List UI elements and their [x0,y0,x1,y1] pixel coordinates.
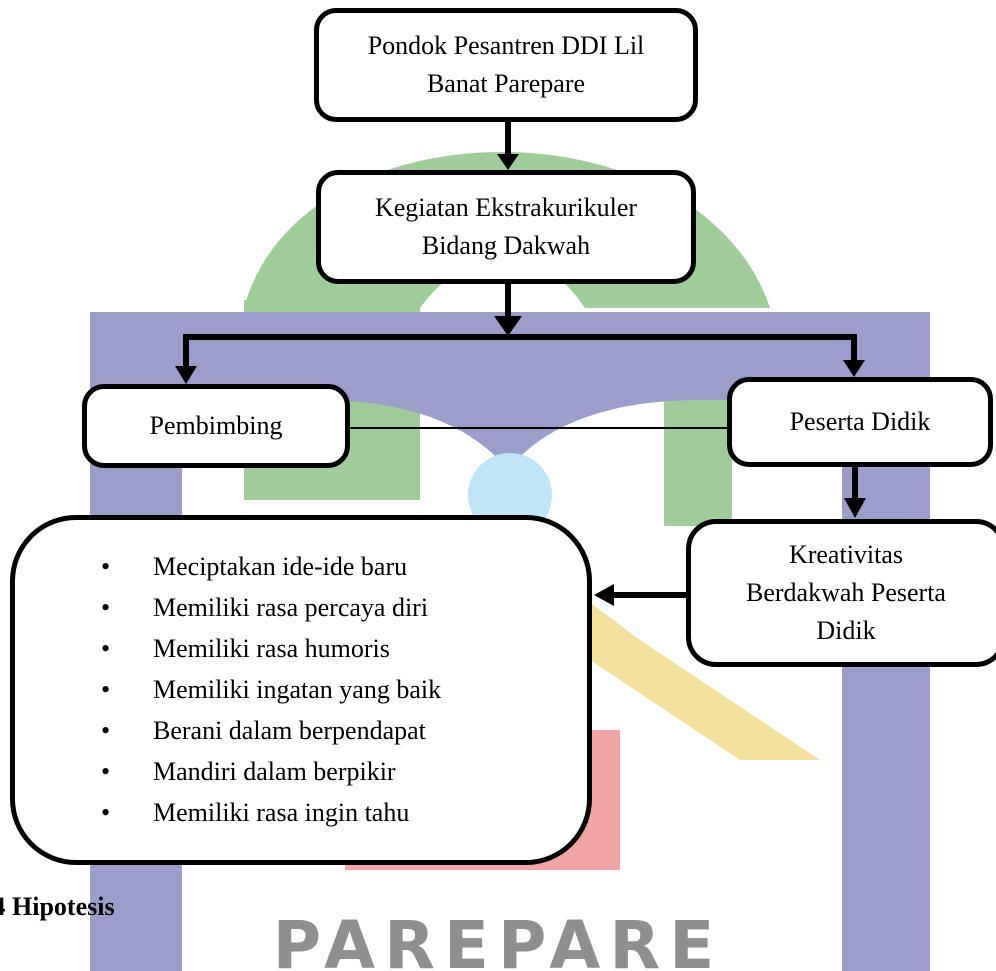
list-item-text: Meciptakan ide-ide baru [153,552,408,581]
bullet-icon: • [101,675,111,704]
list-item-text: Memiliki rasa ingin tahu [153,798,410,827]
watermark-text: PAREPARE [273,907,724,971]
bullet-icon: • [101,593,111,622]
list-item-text: Memiliki ingatan yang baik [153,675,442,704]
bullet-icon: • [101,552,111,581]
arrowhead-pembimbing [175,366,197,384]
watermark-purple-band [90,312,930,470]
arrowhead-branch-split [494,316,522,336]
list-item-text: Memiliki rasa percaya diri [153,593,429,622]
bullet-icon: • [101,798,111,827]
bullet-icon: • [101,757,111,786]
node-pondok-line-1: Pondok Pesantren DDI Lil [367,31,645,61]
list-item: • Memiliki rasa humoris [15,628,441,669]
bullet-icon: • [101,716,111,745]
list-item: • Memiliki ingatan yang baik [15,669,441,710]
node-pondok-pesantren: Pondok Pesantren DDI Lil Banat Parepare [314,8,698,122]
node-kegiatan-ekstrakurikuler: Kegiatan Ekstrakurikuler Bidang Dakwah [316,170,696,284]
node-kreativitas-indicators: • Meciptakan ide-ide baru • Memiliki rasa … [10,515,592,865]
node-kreativitas: Kreativitas Berdakwah Peserta Didik [686,519,996,667]
node-pembimbing: Pembimbing [82,384,350,468]
node-kegiatan-line-1: Kegiatan Ekstrakurikuler [374,193,638,223]
list-item-text: Memiliki rasa humoris [153,634,390,663]
indicator-list: • Meciptakan ide-ide baru • Memiliki rasa … [15,520,441,833]
node-peserta-label: Peserta Didik [789,407,931,437]
node-kreativitas-line-1: Kreativitas [788,540,904,570]
arrowhead-peserta [843,360,865,377]
node-kreativitas-line-3: Didik [816,615,876,645]
section-heading: .4 Hipotesis [0,892,115,921]
list-item: • Meciptakan ide-ide baru [15,546,441,587]
bullet-icon: • [101,634,111,663]
list-item-text: Berani dalam berpendapat [153,716,426,745]
list-item-text: Mandiri dalam berpikir [153,757,396,786]
node-pembimbing-label: Pembimbing [149,411,283,441]
arrowhead-kegiatan [497,154,519,170]
list-item: • Mandiri dalam berpikir [15,751,441,792]
arrowhead-list [594,584,614,606]
arrowhead-kreativitas [844,498,866,518]
node-peserta-didik: Peserta Didik [727,377,993,467]
list-item: • Berani dalam berpendapat [15,710,441,751]
node-kreativitas-line-2: Berdakwah Peserta [746,578,946,608]
list-item: • Memiliki rasa ingin tahu [15,792,441,833]
list-item: • Memiliki rasa percaya diri [15,587,441,628]
watermark-green-right-pillar [664,396,732,526]
node-kegiatan-line-2: Bidang Dakwah [421,231,591,260]
node-pondok-line-2: Banat Parepare [426,69,586,98]
watermark-yellow-stroke [560,580,820,760]
